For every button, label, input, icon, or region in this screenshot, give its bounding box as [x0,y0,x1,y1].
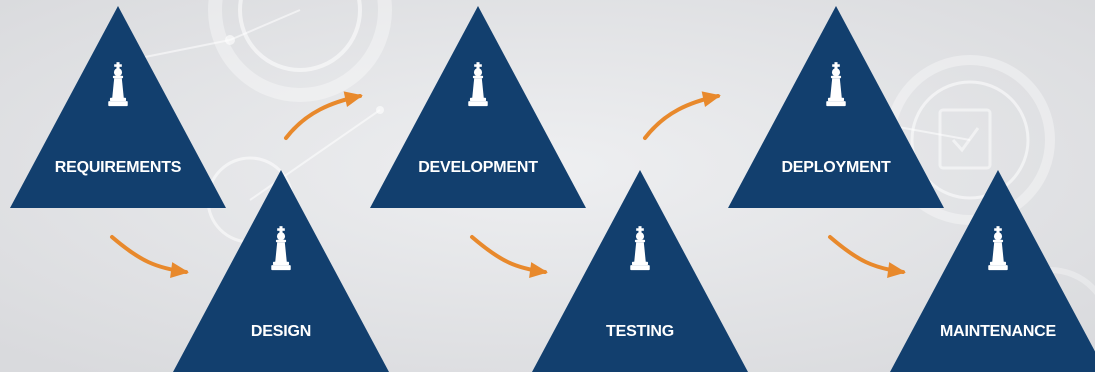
stage-design: DESIGN [173,170,389,372]
stage-maintenance: MAINTENANCE [890,170,1095,372]
stage-triangle [173,170,389,372]
stage-triangle [370,6,586,208]
arrowhead [170,262,189,278]
bg-ring [910,80,1030,200]
stage-requirements: REQUIREMENTS [10,6,226,208]
stage-label: DEPLOYMENT [781,159,891,176]
bg-connector [229,9,301,41]
stage-triangle [532,170,748,372]
stage-development: DEVELOPMENT [370,6,586,208]
arrowhead [887,262,906,278]
stage-label: DESIGN [251,323,311,340]
flow-arrow [284,91,363,140]
flow-arrow [110,235,189,278]
stage-label: TESTING [606,323,674,340]
stage-label: MAINTENANCE [940,323,1057,340]
arrowhead [343,91,363,107]
stage-deployment: DEPLOYMENT [728,6,944,208]
bg-ring [208,0,392,102]
bg-node [225,35,235,45]
stage-testing: TESTING [532,170,748,372]
flow-arrow [470,235,548,278]
bg-document-icon [938,108,992,170]
stage-triangle [728,6,944,208]
bg-ring [238,0,362,72]
bg-connector [249,109,381,201]
bg-connector [129,39,231,61]
bg-node [376,106,384,114]
stage-label: DEVELOPMENT [418,159,538,176]
arrowhead [529,262,548,278]
stage-label: REQUIREMENTS [55,159,182,176]
flow-arrow [828,235,906,278]
arrowhead [701,91,721,107]
stage-triangle [890,170,1095,372]
flow-arrow [643,91,721,140]
stage-triangle [10,6,226,208]
